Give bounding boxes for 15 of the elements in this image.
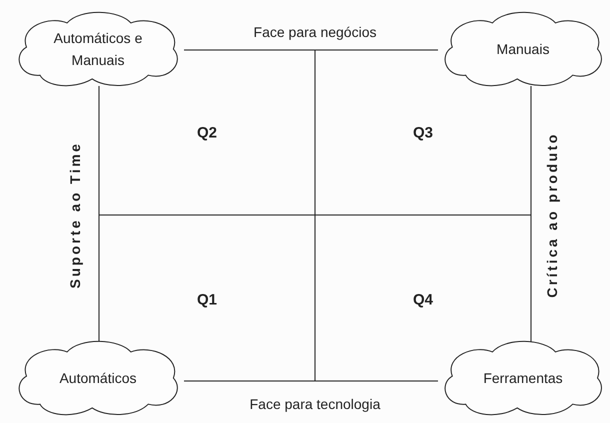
quadrant-label: Q2 (197, 124, 217, 142)
connector-line (98, 86, 100, 344)
quadrant-label: Q4 (413, 292, 433, 308)
quadrant-label: Q1 (197, 292, 217, 308)
connector-line (530, 86, 532, 344)
axis-label: Crítica ao produto (544, 132, 560, 298)
quadrant-label: Q3 (413, 124, 433, 142)
cloud-label: Manuais (496, 40, 550, 60)
axis-label: Face para tecnologia (250, 396, 380, 412)
axis-label: Face para negócios (254, 24, 376, 40)
connector-line (184, 380, 438, 382)
cloud-label: Ferramentas (483, 369, 563, 388)
cloud-label: Automáticos e Manuais (52, 29, 144, 70)
axis-label: Suporte ao Time (67, 142, 83, 288)
cloud-label: Automáticos (59, 369, 137, 388)
